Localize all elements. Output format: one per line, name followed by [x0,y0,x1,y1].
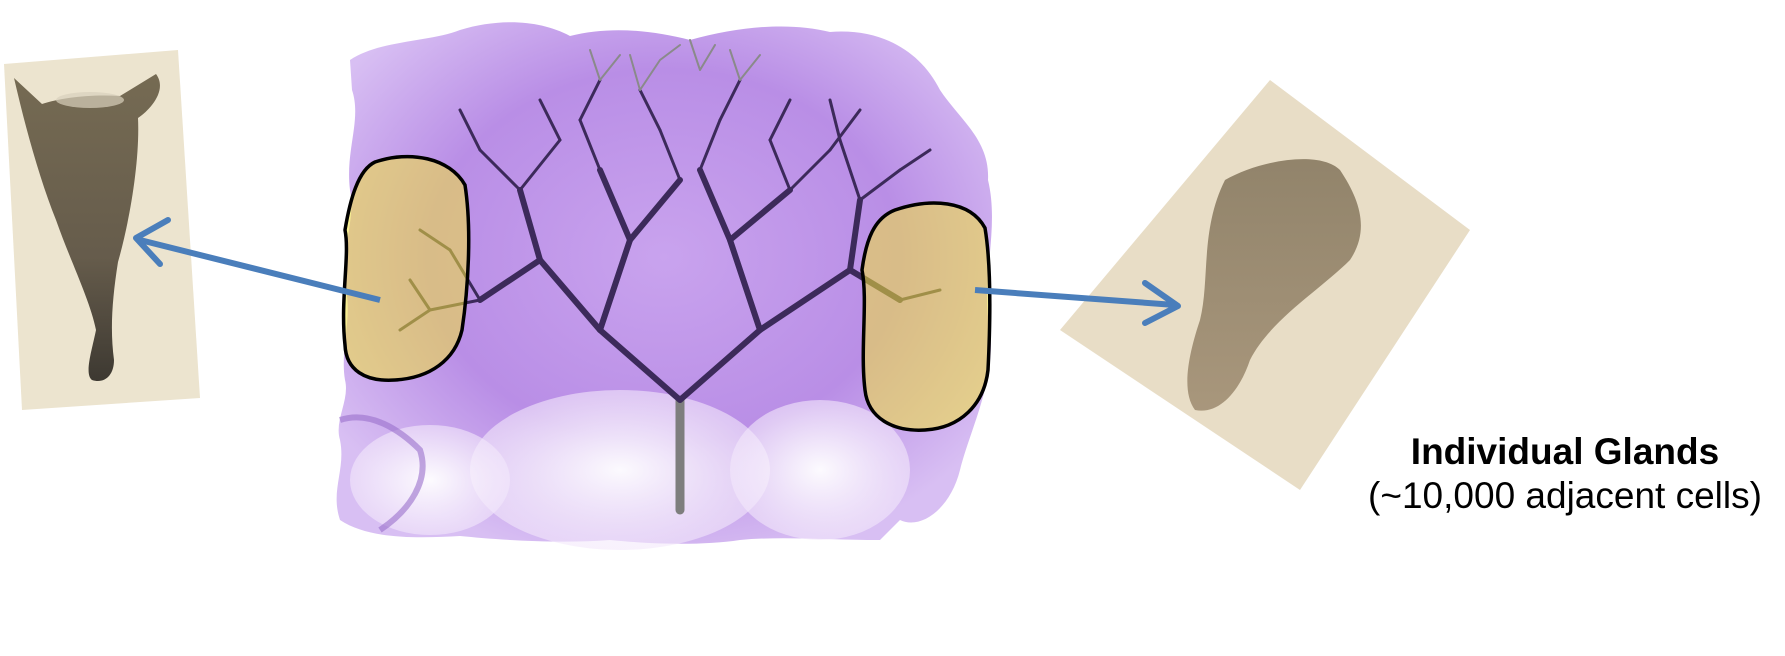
gland-caption: Individual Glands (~10,000 adjacent cell… [1355,430,1775,518]
left-highlight-region [344,157,469,381]
caption-title: Individual Glands [1355,430,1775,474]
right-gland-photo [1060,80,1470,490]
right-highlight-region [862,203,990,430]
left-gland-photo [4,50,200,410]
caption-subtitle: (~10,000 adjacent cells) [1355,474,1775,518]
